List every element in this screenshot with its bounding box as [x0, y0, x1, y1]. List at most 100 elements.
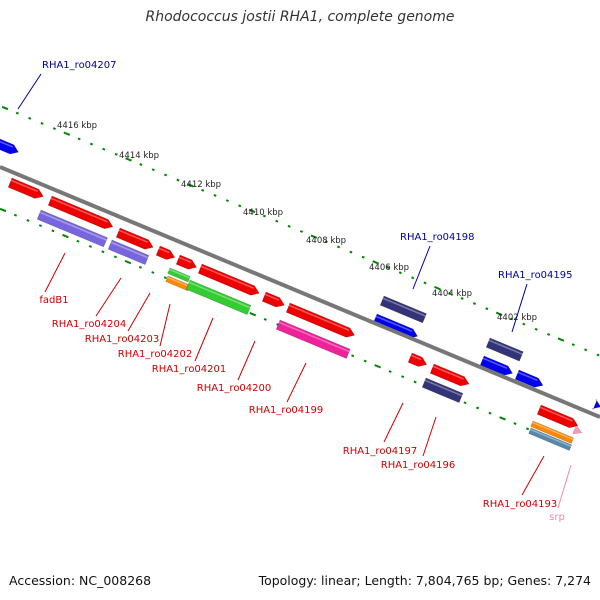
tick-mark: [138, 265, 142, 269]
gene-steel[interactable]: [528, 427, 572, 451]
scale-label: 4416 kbp: [57, 121, 97, 131]
gene-blue-edge[interactable]: [591, 398, 600, 410]
tick-mark: [26, 218, 30, 222]
tick-mark: [324, 240, 328, 244]
gene-sheen: [424, 379, 463, 397]
tick-mark: [488, 411, 492, 415]
tick-mark: [186, 183, 194, 188]
gene-RHA1_ro04207[interactable]: [0, 138, 19, 155]
gene-label-RHA1_ro04201[interactable]: RHA1_ro04201: [152, 364, 227, 375]
tick-mark: [89, 142, 94, 146]
gene-orange-thin[interactable]: [165, 275, 191, 292]
tick-mark: [557, 337, 565, 342]
gene-red[interactable]: [407, 352, 428, 367]
tick-mark: [513, 422, 517, 426]
tick-mark: [349, 250, 353, 254]
gene-label-RHA1_ro04197[interactable]: RHA1_ro04197: [343, 446, 418, 457]
axis-line: [0, 165, 600, 419]
gene-sheen: [200, 265, 254, 289]
tick-mark: [546, 332, 551, 336]
gene-sheen: [482, 357, 508, 369]
gene-label-RHA1_ro04204[interactable]: RHA1_ro04204: [52, 319, 127, 330]
gene-red[interactable]: [175, 254, 197, 270]
gene-blue-small[interactable]: [514, 369, 544, 388]
gene-label-RHA1_ro04198[interactable]: RHA1_ro04198: [400, 232, 475, 243]
gene-sheen: [375, 315, 413, 332]
gene-sheen: [539, 406, 573, 422]
tick-mark: [287, 224, 291, 228]
gene-label-RHA1_ro04195[interactable]: RHA1_ro04195: [498, 270, 573, 281]
topology-text: Topology: linear; Length: 7,804,765 bp; …: [258, 573, 591, 588]
gene-label-RHA1_ro04207[interactable]: RHA1_ro04207: [42, 60, 117, 71]
gene-red[interactable]: [285, 302, 355, 338]
scale-label: 4414 kbp: [119, 151, 159, 161]
gene-srp[interactable]: [572, 425, 583, 435]
gene-label-RHA1_ro04196[interactable]: RHA1_ro04196: [381, 460, 456, 471]
gene-label-RHA1_ro04202[interactable]: RHA1_ro04202: [118, 349, 193, 360]
tick-mark: [522, 322, 526, 326]
tick-mark: [249, 312, 257, 317]
tick-mark: [77, 137, 81, 141]
tick-mark: [151, 168, 155, 172]
tick-mark: [164, 173, 168, 177]
gene-sheen: [278, 321, 350, 353]
tick-mark: [52, 127, 57, 131]
tick-mark: [125, 157, 132, 162]
gene-sheen: [50, 197, 108, 223]
gene-red[interactable]: [47, 195, 114, 230]
gene-red[interactable]: [115, 227, 154, 250]
tick-mark: [499, 416, 506, 421]
gene-red[interactable]: [429, 363, 470, 387]
gene-sheen: [158, 247, 170, 254]
gene-label-srp[interactable]: srp: [549, 512, 565, 523]
tick-mark: [275, 219, 279, 223]
gene-green-thin[interactable]: [167, 267, 191, 283]
tick-mark: [310, 234, 318, 239]
gene-label-RHA1_ro04199[interactable]: RHA1_ro04199: [249, 405, 324, 416]
tick-mark: [28, 116, 32, 120]
gene-orange[interactable]: [530, 420, 574, 444]
gene-red[interactable]: [197, 263, 260, 296]
gene-label-fadB1[interactable]: fadB1: [39, 295, 68, 306]
tick-mark: [201, 188, 205, 192]
gene-sheen: [110, 241, 149, 259]
tick-mark: [299, 230, 304, 233]
tick-mark: [361, 255, 365, 259]
gene-sheen: [118, 229, 148, 243]
gene-green[interactable]: [185, 279, 252, 315]
tick-mark: [15, 111, 19, 115]
gene-label-RHA1_ro04203[interactable]: RHA1_ro04203: [85, 334, 160, 345]
gene-RHA1_ro04195-box[interactable]: [485, 337, 524, 362]
tick-mark: [485, 307, 489, 311]
gene-features: [0, 138, 600, 451]
label-leader-line: [412, 245, 431, 290]
gene-red[interactable]: [7, 177, 44, 199]
scale-label: 4402 kbp: [497, 313, 537, 323]
tick-mark: [13, 213, 18, 217]
gene-red[interactable]: [261, 291, 285, 308]
tick-mark: [463, 401, 467, 405]
tick-mark: [596, 353, 600, 357]
tick-mark: [525, 427, 530, 431]
gene-magenta[interactable]: [275, 319, 351, 359]
gene-RHA1_ro04198-box[interactable]: [379, 295, 427, 324]
tick-mark: [460, 296, 464, 300]
gene-sheen: [517, 371, 538, 382]
gene-fadB1[interactable]: [36, 209, 108, 248]
gene-label-RHA1_ro04193[interactable]: RHA1_ro04193: [483, 499, 558, 510]
gene-purple[interactable]: [107, 239, 150, 265]
gene-sheen: [382, 297, 426, 317]
gene-navy[interactable]: [421, 377, 464, 403]
tick-mark: [262, 214, 267, 218]
gene-sheen: [488, 339, 523, 355]
tick-mark: [151, 271, 155, 274]
tick-mark: [386, 266, 390, 269]
gene-red[interactable]: [536, 404, 579, 429]
tick-mark: [38, 224, 43, 228]
gene-label-RHA1_ro04200[interactable]: RHA1_ro04200: [197, 383, 272, 394]
gene-sheen: [532, 421, 574, 440]
gene-RHA1_ro04195[interactable]: [479, 355, 513, 376]
gene-red[interactable]: [155, 245, 176, 260]
